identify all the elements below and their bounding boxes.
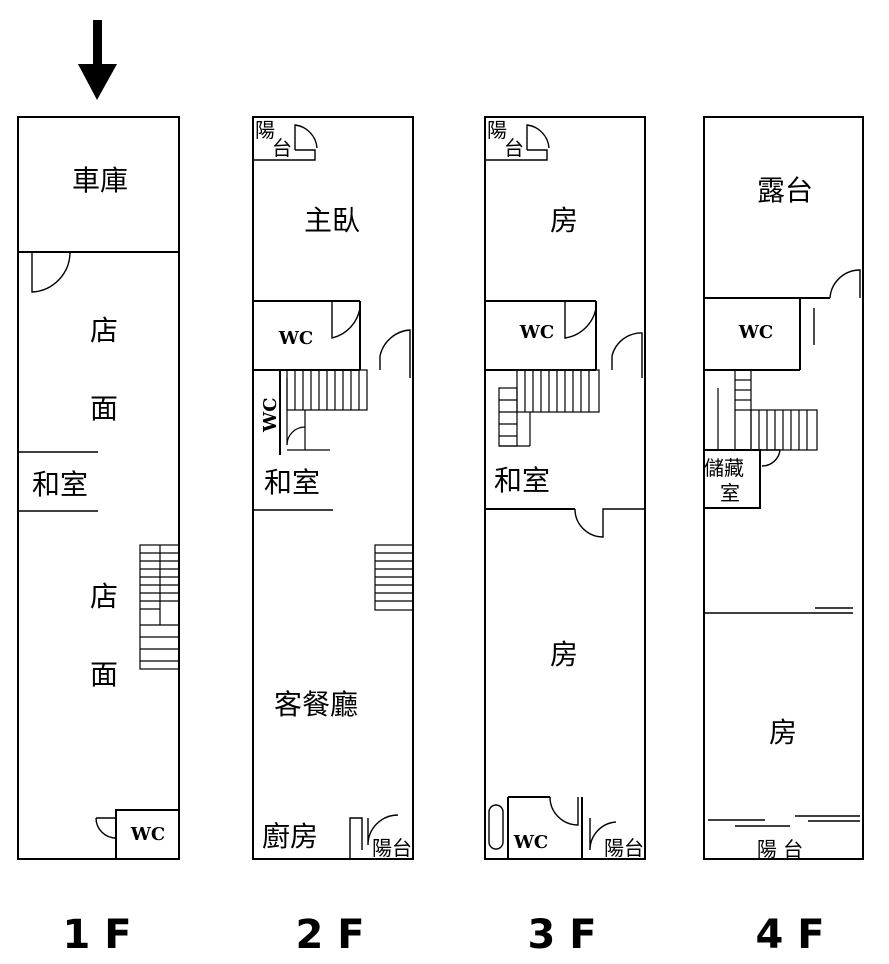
room-label-wc-side: WC bbox=[260, 397, 281, 433]
room-label-living-dining: 客餐廳 bbox=[274, 688, 358, 721]
room-label-storage-2: 室 bbox=[720, 481, 740, 505]
room-label-balcony-rear: 陽 台 bbox=[757, 837, 803, 861]
room-label-tatami: 和室 bbox=[32, 468, 88, 501]
room-label-shop-lower-1: 店 bbox=[90, 580, 118, 613]
room-label-bedroom: 房 bbox=[769, 716, 797, 749]
staircase-3f bbox=[498, 369, 600, 447]
room-label-bedroom-front: 房 bbox=[550, 204, 578, 237]
room-label-shop-upper-1: 店 bbox=[90, 314, 118, 347]
floor-label-2f: 2 F bbox=[295, 912, 364, 958]
room-label-balcony-rear: 陽台 bbox=[604, 836, 644, 860]
room-label-shop-lower-2: 面 bbox=[90, 658, 118, 691]
entrance-arrow-icon bbox=[78, 20, 117, 100]
floor-plan-4f: 露台 WC 儲藏 室 房 陽 台 4 F bbox=[703, 116, 864, 958]
room-label-storage-1: 儲藏 bbox=[704, 456, 744, 480]
room-label-terrace: 露台 bbox=[757, 174, 813, 207]
staircase-2f bbox=[286, 369, 368, 451]
floor-label-3f: 3 F bbox=[527, 912, 596, 958]
room-label-wc-rear: WC bbox=[513, 832, 549, 853]
room-label-bedroom-rear: 房 bbox=[550, 638, 578, 671]
room-label-wc: WC bbox=[519, 322, 555, 343]
room-label-tatami: 和室 bbox=[264, 466, 320, 499]
staircase-1f bbox=[139, 544, 180, 670]
floor-plan-2f: 陽 台 主臥 WC WC 和室 客餐廳 廚房 陽台 2 F bbox=[252, 116, 414, 958]
room-label-balcony-front-1: 陽 bbox=[255, 118, 275, 142]
room-label-wc: WC bbox=[278, 328, 314, 349]
room-label-wc: WC bbox=[738, 322, 774, 343]
room-label-balcony-front-2: 台 bbox=[504, 136, 524, 160]
room-label-balcony-front-2: 台 bbox=[272, 136, 292, 160]
floor-label-1f: 1 F bbox=[62, 912, 131, 958]
room-label-wc: WC bbox=[130, 824, 166, 845]
floor-plan-3f: 陽 台 房 WC 和室 房 WC 陽台 3 F bbox=[484, 116, 646, 958]
staircase-4f bbox=[717, 369, 818, 451]
room-label-tatami: 和室 bbox=[494, 464, 550, 497]
staircase-2f-lower bbox=[374, 544, 414, 611]
room-label-master-bedroom: 主臥 bbox=[304, 204, 360, 237]
room-label-kitchen: 廚房 bbox=[262, 820, 318, 853]
room-label-balcony-front-1: 陽 bbox=[487, 118, 507, 142]
room-label-shop-upper-2: 面 bbox=[90, 392, 118, 425]
floor-plan-1f: 車庫 店 面 和室 店 面 WC 1 F bbox=[17, 116, 180, 958]
room-label-garage: 車庫 bbox=[72, 164, 128, 197]
room-label-balcony-rear: 陽台 bbox=[372, 836, 412, 860]
floor-label-4f: 4 F bbox=[755, 912, 824, 958]
